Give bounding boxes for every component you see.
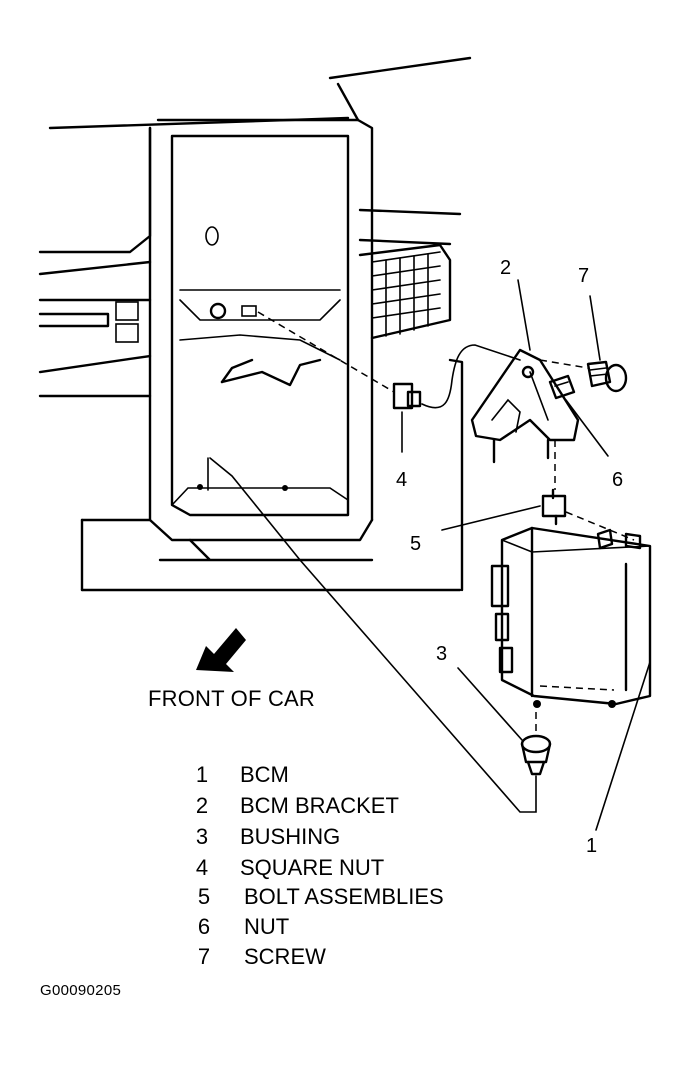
callout-6: 6 xyxy=(612,469,624,491)
callout-5: 5 xyxy=(410,533,422,555)
screw-part xyxy=(539,359,628,393)
legend-number: 1 xyxy=(195,762,209,787)
figure-id: G00090205 xyxy=(40,982,122,999)
bcm-bracket-part xyxy=(421,344,580,464)
legend-name: BCM BRACKET xyxy=(240,793,399,818)
legend-number: 2 xyxy=(195,793,209,818)
front-of-car-label: FRONT OF CAR xyxy=(148,686,315,711)
legend-name: BCM xyxy=(240,762,289,787)
callout-7: 7 xyxy=(578,265,590,287)
legend-number: 4 xyxy=(195,855,209,880)
leader-lines xyxy=(401,279,651,831)
callout-4: 4 xyxy=(396,469,408,491)
legend-name: SQUARE NUT xyxy=(240,855,385,880)
legend-number: 5 xyxy=(197,884,211,909)
instrument-panel xyxy=(38,56,472,592)
callout-1: 1 xyxy=(586,835,598,857)
nut-part xyxy=(548,374,576,400)
legend-name: NUT xyxy=(244,914,290,939)
legend-name: BOLT ASSEMBLIES xyxy=(244,884,444,909)
square-nut-part xyxy=(257,311,422,410)
legend-number: 6 xyxy=(197,914,211,939)
bcm-module-part xyxy=(490,526,652,708)
legend-name: SCREW xyxy=(244,944,326,969)
legend-number: 3 xyxy=(195,824,209,849)
callout-3: 3 xyxy=(436,643,448,665)
bolt-assemblies-part xyxy=(541,440,635,541)
legend-number: 7 xyxy=(197,944,211,969)
bushing-part xyxy=(209,457,552,813)
legend-name: BUSHING xyxy=(240,824,341,849)
front-direction-arrow-icon xyxy=(196,628,246,672)
callout-2: 2 xyxy=(500,257,512,279)
